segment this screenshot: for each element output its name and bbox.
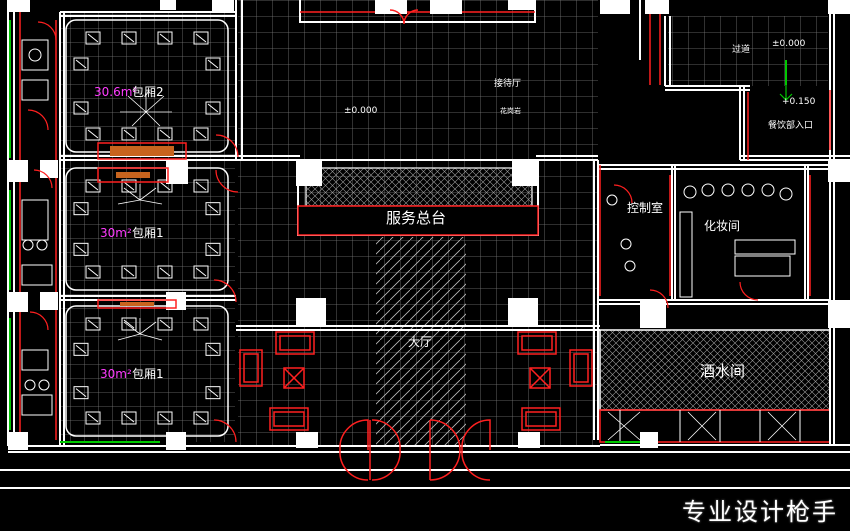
chair-detail	[75, 244, 87, 254]
chair-detail	[159, 129, 171, 139]
chair	[85, 179, 101, 193]
chair	[121, 127, 137, 141]
chair-detail	[75, 59, 87, 69]
chair-detail	[159, 319, 171, 329]
chair	[121, 265, 137, 279]
chair	[73, 57, 89, 71]
chair-detail	[87, 33, 99, 43]
chair	[193, 127, 209, 141]
chair	[193, 265, 209, 279]
chair	[73, 242, 89, 256]
chair	[157, 265, 173, 279]
chair-detail	[75, 103, 87, 113]
bar-room-label: 酒水间	[700, 362, 746, 380]
room-name-2: 包厢1	[132, 226, 164, 240]
room-area-2: 30m²	[100, 226, 132, 240]
chair-detail	[159, 181, 171, 191]
chair	[193, 317, 209, 331]
chair-detail	[87, 319, 99, 329]
makeup-room-label: 化妆间	[704, 219, 741, 233]
chair	[193, 411, 209, 425]
chair-detail	[87, 129, 99, 139]
chair	[85, 411, 101, 425]
chair-detail	[123, 319, 135, 329]
level-entrance: +0.150	[782, 97, 816, 107]
chair	[193, 31, 209, 45]
chair	[205, 101, 221, 115]
chair-detail	[195, 319, 207, 329]
chair-detail	[87, 267, 99, 277]
chair	[205, 57, 221, 71]
chair-detail	[87, 181, 99, 191]
chair-detail	[207, 103, 219, 113]
chair-detail	[75, 204, 87, 214]
chair	[85, 317, 101, 331]
chair	[157, 31, 173, 45]
chair	[85, 31, 101, 45]
room-name-3: 包厢1	[132, 367, 164, 381]
chair	[205, 342, 221, 356]
chair-detail	[123, 181, 135, 191]
chair-detail	[159, 413, 171, 423]
chair	[85, 265, 101, 279]
chair-detail	[123, 129, 135, 139]
passage-label: 过道	[732, 45, 751, 55]
chair	[193, 179, 209, 193]
chair-detail	[123, 33, 135, 43]
chair	[73, 386, 89, 400]
chair-detail	[195, 181, 207, 191]
chair	[121, 317, 137, 331]
chair	[157, 179, 173, 193]
watermark: 专业设计枪手	[682, 498, 838, 526]
control-room-label: 控制室	[627, 201, 664, 215]
chair	[157, 317, 173, 331]
chair-detail	[195, 413, 207, 423]
chair-detail	[159, 33, 171, 43]
chair-detail	[207, 59, 219, 69]
chair	[73, 101, 89, 115]
chair-detail	[75, 388, 87, 398]
chair	[157, 411, 173, 425]
chair	[205, 242, 221, 256]
chair-detail	[207, 344, 219, 354]
chair-detail	[207, 388, 219, 398]
level-passage: ±0.000	[772, 39, 806, 49]
chair-detail	[75, 344, 87, 354]
chair-detail	[207, 244, 219, 254]
chair	[121, 411, 137, 425]
chair-detail	[207, 204, 219, 214]
hall-label: 大厅	[408, 335, 433, 349]
level-lounge: ±0.000	[344, 106, 378, 116]
chair	[205, 386, 221, 400]
entrance-label: 餐饮部入口	[768, 121, 814, 131]
room-name-1: 包厢2	[132, 85, 164, 99]
chair	[121, 31, 137, 45]
chair	[73, 342, 89, 356]
chair-detail	[123, 413, 135, 423]
chair-detail	[195, 267, 207, 277]
chair-detail	[87, 413, 99, 423]
chair	[85, 127, 101, 141]
front-desk-label: 服务总台	[386, 209, 447, 227]
chair	[157, 127, 173, 141]
lounge-label: 接待厅	[494, 79, 522, 89]
chair	[73, 202, 89, 216]
chair-detail	[195, 33, 207, 43]
lounge-note: 花岗岩	[500, 107, 521, 115]
room-area-3: 30m²	[100, 367, 132, 381]
chair-detail	[195, 129, 207, 139]
room-area-1: 30.6m²	[94, 85, 138, 99]
chair-detail	[159, 267, 171, 277]
chair-detail	[123, 267, 135, 277]
chair	[205, 202, 221, 216]
